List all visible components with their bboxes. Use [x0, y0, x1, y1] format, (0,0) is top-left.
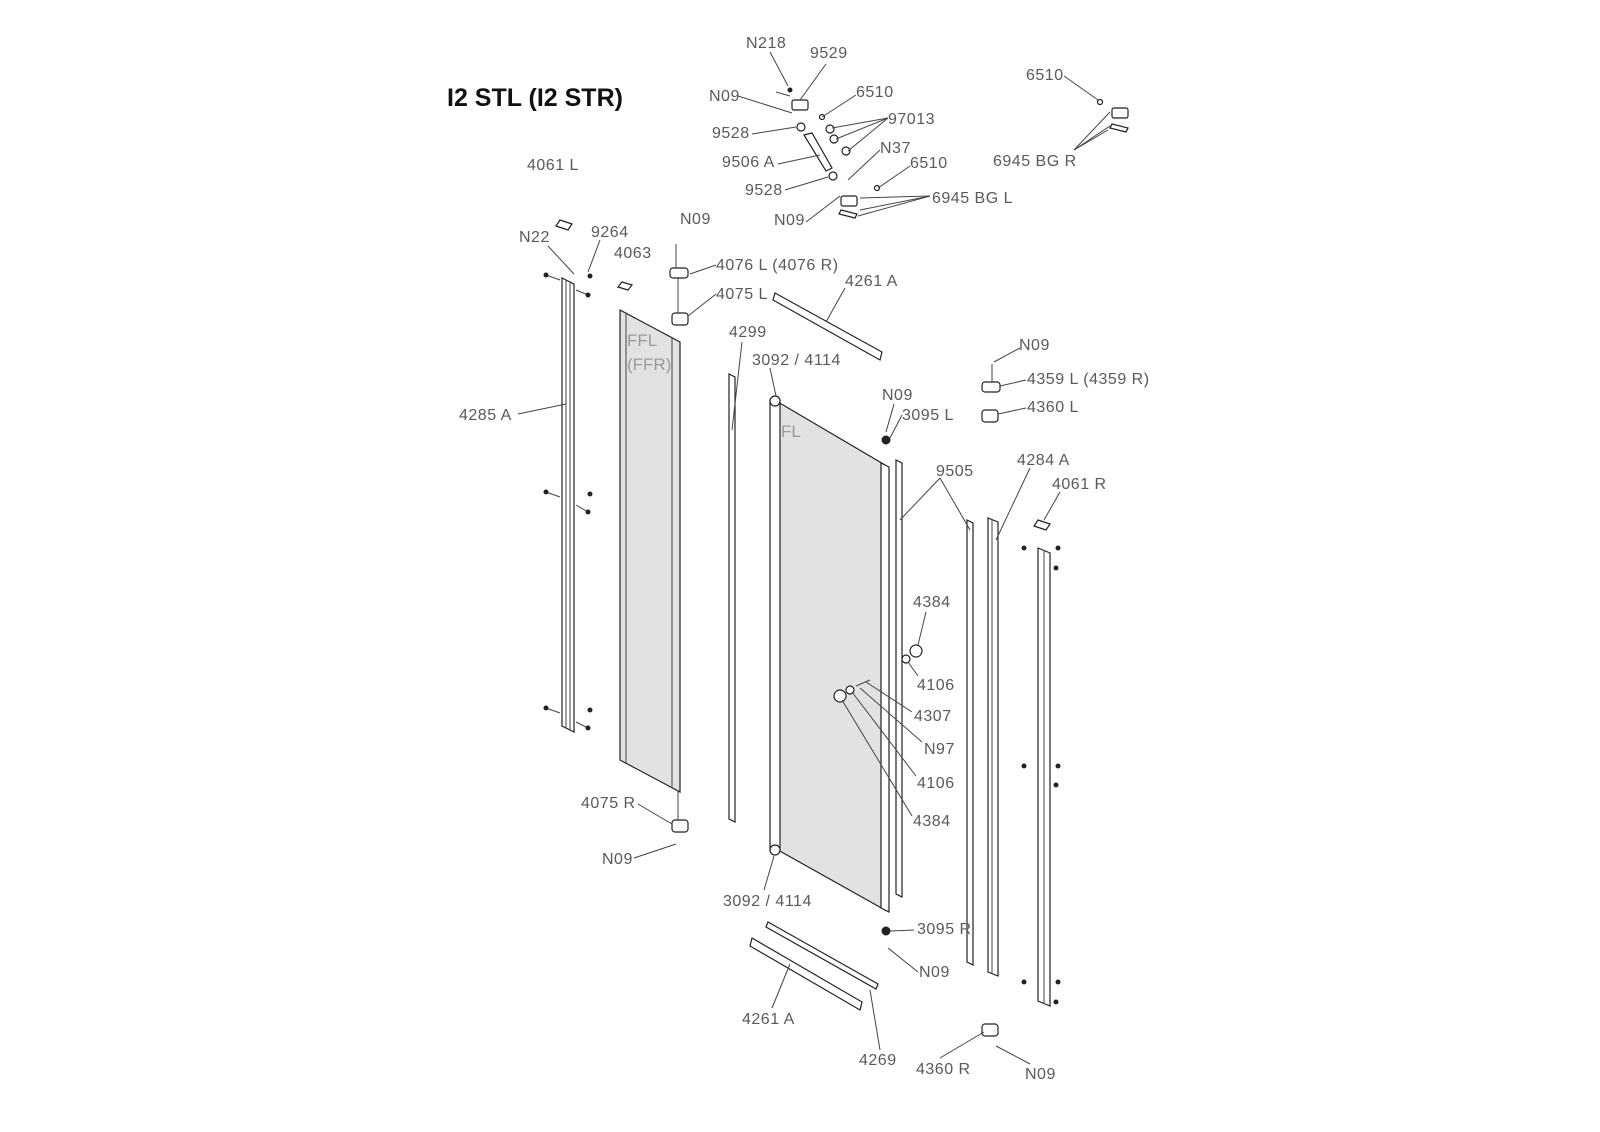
- part-label: 4307: [914, 708, 952, 725]
- part-label: 3095 L: [902, 407, 954, 424]
- hinge-4075r: [671, 819, 689, 833]
- part-label: 9506 A: [722, 154, 775, 171]
- diagram-title: I2 STL (I2 STR): [447, 84, 623, 112]
- stabilizer-bracket-cluster: [775, 87, 1129, 219]
- part-label: 6510: [910, 155, 948, 172]
- door-glass: [777, 400, 886, 912]
- part-label: 4285 A: [459, 407, 512, 424]
- part-label: 6945 BG L: [932, 190, 1013, 207]
- part-label: 4269: [859, 1052, 897, 1069]
- knob-4384-outer: [909, 644, 923, 658]
- leader-lines: [517, 51, 1111, 1065]
- part-label: N22: [519, 229, 550, 246]
- part-label: 3092 / 4114: [723, 893, 812, 910]
- part-label: 6510: [856, 84, 894, 101]
- part-labels: N218 9529 N09 6510 97013 9528 9506 A N37…: [459, 35, 1150, 1083]
- part-label: 4299: [729, 324, 767, 341]
- bottom-rail-4261a: [749, 937, 863, 1011]
- part-label: N09: [774, 212, 805, 229]
- part-label: 9529: [810, 45, 848, 62]
- part-label: 4384: [913, 594, 951, 611]
- part-label: 4284 A: [1017, 452, 1070, 469]
- knob-4384-inner: [833, 689, 847, 703]
- part-label: N37: [880, 140, 911, 157]
- part-label: 4261 A: [742, 1011, 795, 1028]
- part-label: 4106: [917, 775, 955, 792]
- bottom-seal-4269: [765, 921, 879, 990]
- cap-4061r: [1033, 519, 1051, 531]
- seal-4299: [728, 373, 736, 823]
- hinge-4360l: [981, 409, 999, 423]
- part-label: 4360 R: [916, 1061, 971, 1078]
- part-label: N09: [709, 88, 740, 105]
- pivot-3095r: [881, 926, 891, 936]
- hinge-4359: [981, 381, 1001, 393]
- part-label: 3092 / 4114: [752, 352, 841, 369]
- part-label: 9505: [936, 463, 974, 480]
- part-label: 4359 L (4359 R): [1027, 371, 1150, 388]
- part-label: 97013: [888, 111, 935, 128]
- part-label: 4061 L: [527, 157, 579, 174]
- part-label: 4384: [913, 813, 951, 830]
- part-label: 6945 BG R: [993, 153, 1077, 170]
- part-label: 4360 L: [1027, 399, 1079, 416]
- part-label: 9264: [591, 224, 629, 241]
- part-label: N09: [882, 387, 913, 404]
- part-label: 9528: [712, 125, 750, 142]
- part-label: 6510: [1026, 67, 1064, 84]
- part-label: N09: [1019, 337, 1050, 354]
- part-label: 4076 L (4076 R): [716, 257, 839, 274]
- part-label: N09: [1025, 1066, 1056, 1083]
- part-label: 4061 R: [1052, 476, 1107, 493]
- part-label: N09: [602, 851, 633, 868]
- hinge-4075l: [671, 312, 689, 326]
- pivot-3095l: [881, 435, 891, 445]
- cap-4063: [616, 281, 634, 291]
- part-label: 4261 A: [845, 273, 898, 290]
- part-label: 4106: [917, 677, 955, 694]
- part-label: 4075 L: [716, 286, 768, 303]
- seal-9505-b: [966, 519, 974, 966]
- screws-left: [543, 272, 593, 731]
- part-label: N97: [924, 741, 955, 758]
- seal-9505-a: [895, 459, 903, 898]
- hinge-4076: [669, 267, 689, 279]
- top-rail-4261a: [772, 292, 883, 361]
- parts-drawing: [543, 87, 1129, 1037]
- glass-label-ffr: (FFR): [627, 355, 671, 374]
- part-label: 3095 R: [917, 921, 972, 938]
- wall-profile-4285a: [561, 277, 575, 733]
- hinge-4360r: [981, 1023, 999, 1037]
- screws-right: [1021, 545, 1061, 1005]
- wall-profile-4284a: [987, 517, 999, 977]
- door-hinge-profile: [769, 399, 781, 851]
- part-label: N09: [680, 211, 711, 228]
- part-label: 4075 R: [581, 795, 636, 812]
- part-label: 9528: [745, 182, 783, 199]
- cap-4061l: [555, 219, 573, 231]
- part-label: N09: [919, 964, 950, 981]
- glass-label-fl: FL: [781, 422, 801, 441]
- side-panel-glass: [619, 309, 681, 793]
- glass-label-ffl: FFL: [627, 331, 657, 350]
- part-label: N218: [746, 35, 786, 52]
- part-label: 4063: [614, 245, 652, 262]
